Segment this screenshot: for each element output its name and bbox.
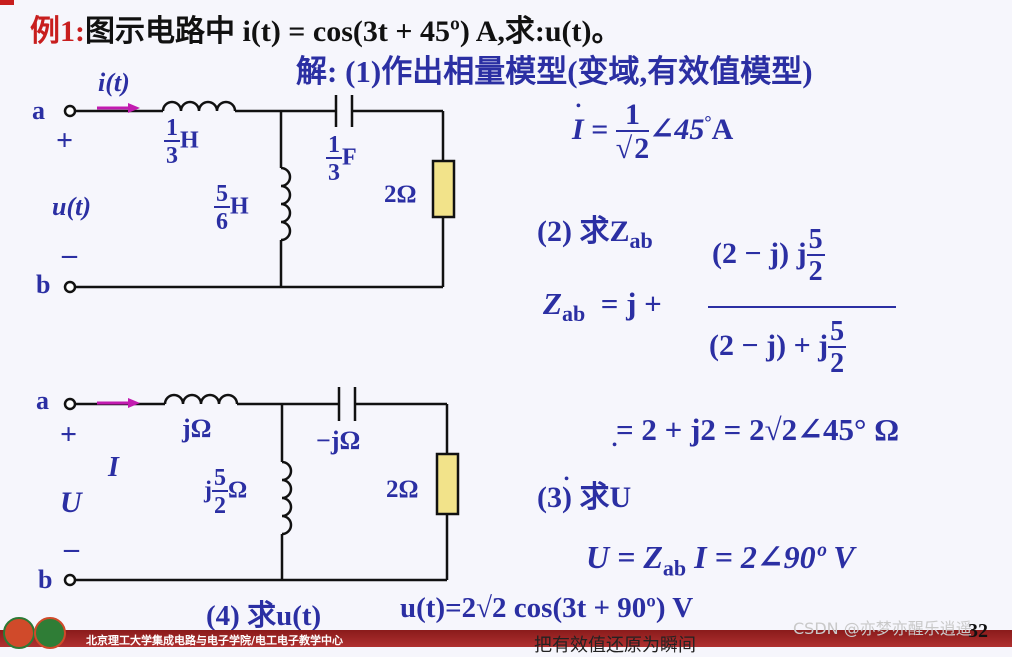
school-logo-icon (3, 617, 35, 649)
plus-bottom: + (60, 418, 78, 451)
step4-result: u(t)=2√2 cos(3t + 90º) V (400, 592, 694, 624)
slide-title: 例1:图示电路中 i(t) = cos(3t + 45º) A,求:u(t)。 (30, 6, 622, 50)
step3-label: (3) 求U (537, 481, 632, 514)
minus-bottom: – (64, 532, 79, 565)
node-a-top: a (32, 96, 45, 125)
title-text: 图示电路中 i(t) = cos(3t + 45º) A,求:u(t)。 (85, 15, 622, 48)
voltage-bottom: U (60, 486, 1012, 520)
footer-text: 北京理工大学集成电路与电子学院/电工电子教学中心 (86, 634, 344, 647)
watermark: CSDN @亦梦亦醒乐逍遥 (793, 619, 972, 638)
plus-top: + (56, 124, 74, 157)
page-number: 32 (968, 620, 988, 642)
current-top-label: i(t) (98, 68, 130, 97)
footer-bar: 北京理工大学集成电路与电子学院/电工电子教学中心 (0, 630, 1012, 647)
R-bottom-label: 2Ω (386, 476, 419, 503)
L1-bottom-label: jΩ (182, 414, 212, 443)
node-b-top: b (36, 270, 51, 299)
zab-result: = 2 + j2 = 2√2∠45° Ω (616, 412, 900, 447)
partial-text: 把有效值还原为瞬间 (534, 635, 696, 656)
minus-top: – (62, 238, 77, 271)
step2-label: (2) 求Zab (537, 215, 653, 253)
resistor-top (431, 159, 456, 219)
step4-label: (4) 求u(t) (206, 600, 322, 632)
voltage-top: u(t) (52, 192, 91, 221)
node-b-bottom: b (38, 565, 53, 594)
college-logo-icon (34, 617, 66, 649)
zab-lhs: Zab = j + (543, 286, 662, 327)
inductor-L1-bottom (163, 393, 239, 405)
zab-fraction-bar (708, 306, 896, 308)
step1-equation: I = 1√2∠45°A (572, 100, 733, 165)
C-bottom-label: −jΩ (316, 426, 361, 455)
current-bottom-label: I (108, 452, 1012, 484)
title-prefix: 例1: (30, 15, 85, 48)
terminal-b-top (63, 280, 77, 294)
terminal-b-bottom (63, 573, 77, 587)
terminal-a-top (63, 104, 77, 118)
inductor-L1-top (161, 100, 237, 112)
R-top-label: 2Ω (384, 181, 417, 208)
terminal-a-bottom (63, 397, 77, 411)
node-a-bottom: a (36, 386, 49, 415)
u-equation: U = Zab I = 2∠90º V (586, 539, 855, 581)
corner-mark (0, 0, 14, 5)
solution-header: 解: (1)作出相量模型(变域,有效值模型) (296, 54, 813, 89)
inductor-L2-top (280, 166, 292, 242)
